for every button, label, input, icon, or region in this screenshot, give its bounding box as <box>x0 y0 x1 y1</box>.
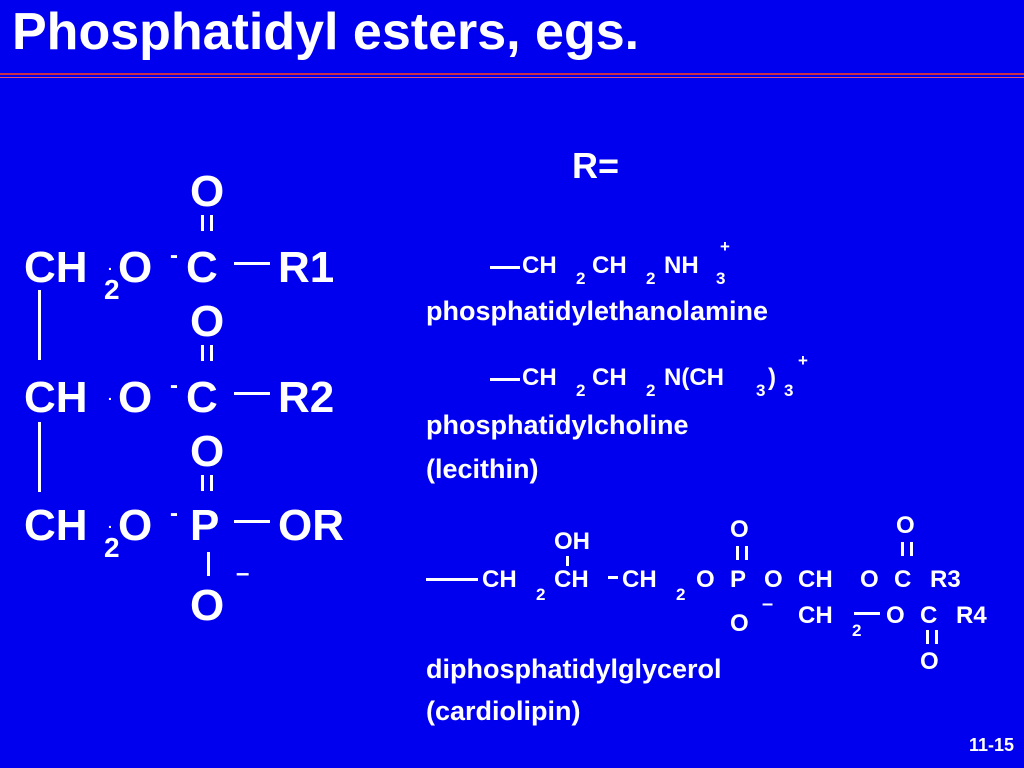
phosphate-oxygen: O <box>118 501 153 550</box>
cl-carbon: C <box>920 602 938 629</box>
cl-sub: 2 <box>852 621 862 640</box>
cl-o: O <box>696 566 715 593</box>
single-bond-2: - <box>170 372 178 399</box>
or-group: OR <box>278 501 344 550</box>
cl-sub: 2 <box>676 585 686 604</box>
cl-o: O <box>764 566 783 593</box>
bond-p-or <box>234 520 270 523</box>
bond-dot: . <box>108 387 112 403</box>
bond-c-r1 <box>234 262 270 265</box>
formula-ch: CH <box>592 364 627 391</box>
cl-ch: CH <box>554 566 589 593</box>
carbonyl-oxygen-1: O <box>190 167 225 216</box>
bond-lead <box>490 378 520 381</box>
cl-double-bond <box>926 630 938 644</box>
cl-double-bond <box>901 542 913 556</box>
formula-sub: 2 <box>576 381 586 400</box>
r1-group: R1 <box>278 243 335 292</box>
cl-carbonyl-oxygen: O <box>896 512 915 539</box>
formula-ch: CH <box>592 252 627 279</box>
page-number: 11-15 <box>968 735 1014 755</box>
bond-p-o-minus <box>207 552 210 576</box>
double-bond-1 <box>201 215 213 231</box>
formula-ch: CH <box>522 364 557 391</box>
cl-ch-b: CH <box>798 566 833 593</box>
ch2-bottom-subscript: 2 <box>104 532 120 563</box>
cl-double-bond <box>736 546 748 560</box>
r-heading: R= <box>572 145 620 186</box>
ch-middle: CH <box>24 373 88 422</box>
cl-p-anion-oxygen: O <box>730 610 749 637</box>
cl-charge: – <box>762 593 774 615</box>
r2-group: R2 <box>278 373 335 422</box>
title-divider <box>0 73 1024 75</box>
double-bond-2 <box>201 345 213 361</box>
bond <box>854 612 880 615</box>
single-bond-1: - <box>170 242 178 269</box>
phosphorus: P <box>190 501 220 550</box>
hydroxyl-group: OH <box>554 528 590 555</box>
phosphate-anion-oxygen: O <box>190 581 225 630</box>
negative-charge: – <box>236 560 250 587</box>
cl-carbon: C <box>894 566 912 593</box>
formula-ch: CH <box>522 252 557 279</box>
ch2-bottom: CH <box>24 501 88 550</box>
carbonyl-oxygen-2: O <box>190 297 225 346</box>
bond <box>608 576 618 579</box>
backbone-bond-1 <box>38 290 41 360</box>
formula-charge: + <box>720 237 730 256</box>
bond-oh <box>566 556 569 566</box>
cl-carbonyl-oxygen: O <box>920 648 939 675</box>
ch2-top: CH <box>24 243 88 292</box>
choline-name: phosphatidylcholine <box>426 410 689 440</box>
phosphoryl-oxygen: O <box>190 427 225 476</box>
bond-lead <box>426 578 478 581</box>
cl-ch2-c: CH <box>798 602 833 629</box>
ethanolamine-name: phosphatidylethanolamine <box>426 296 769 326</box>
ester-oxygen-1: O <box>118 243 153 292</box>
cl-o: O <box>860 566 879 593</box>
bond-dot: . <box>108 257 112 273</box>
double-bond-3 <box>201 475 213 491</box>
slide-title: Phosphatidyl esters, egs. <box>12 3 640 61</box>
cl-ch2-a: CH <box>482 566 517 593</box>
formula-charge: + <box>798 351 808 370</box>
lecithin-name: (lecithin) <box>426 454 539 484</box>
single-bond-3: - <box>170 500 178 527</box>
formula-sub: 2 <box>646 269 656 288</box>
formula-sub: 2 <box>576 269 586 288</box>
carbonyl-carbon-2: C <box>186 373 218 422</box>
formula-sub: 3 <box>784 381 794 400</box>
title-divider-secondary <box>0 77 1024 78</box>
ch2-top-subscript: 2 <box>104 274 120 305</box>
cardiolipin-name: diphosphatidylglycerol <box>426 654 722 684</box>
cardiolipin-alt-name: (cardiolipin) <box>426 696 581 726</box>
formula-nh: NH <box>664 252 699 279</box>
cl-r3: R3 <box>930 566 961 593</box>
formula-paren: ) <box>768 364 776 391</box>
cl-r4: R4 <box>956 602 987 629</box>
bond-dot: . <box>108 515 112 531</box>
bond-c-r2 <box>234 392 270 395</box>
cl-phosphorus: P <box>730 566 747 593</box>
cl-p-oxygen: O <box>730 516 749 543</box>
formula-sub: 3 <box>716 269 726 288</box>
backbone-bond-2 <box>38 422 41 492</box>
bond-lead <box>490 266 520 269</box>
cl-o: O <box>886 602 905 629</box>
formula-sub: 3 <box>756 381 766 400</box>
cl-sub: 2 <box>536 585 546 604</box>
formula-sub: 2 <box>646 381 656 400</box>
ester-oxygen-2: O <box>118 373 153 422</box>
carbonyl-carbon-1: C <box>186 243 218 292</box>
formula-nch: N(CH <box>664 364 724 391</box>
cl-ch2-b: CH <box>622 566 657 593</box>
